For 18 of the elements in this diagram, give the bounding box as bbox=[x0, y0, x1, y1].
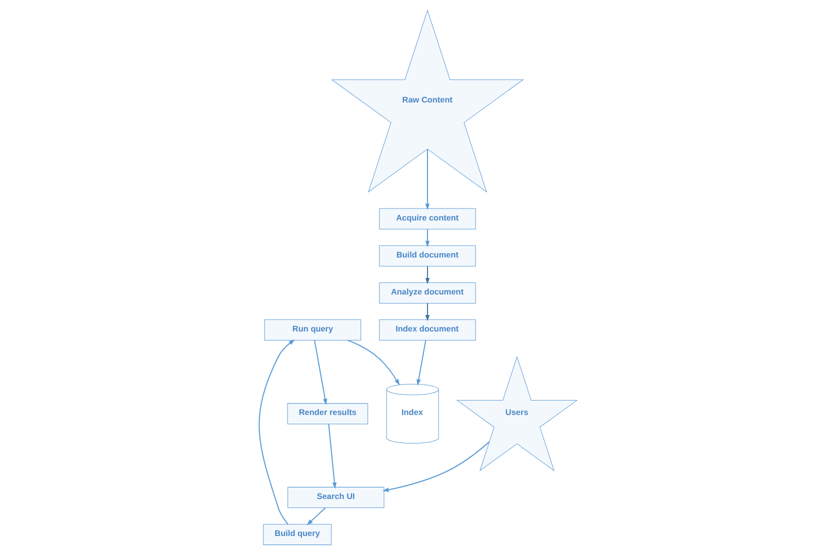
node-box: Render results bbox=[287, 403, 368, 424]
arrow bbox=[416, 340, 426, 386]
arrow bbox=[328, 424, 337, 489]
arrow bbox=[425, 229, 430, 248]
arrow bbox=[425, 303, 430, 322]
node-box: Build document bbox=[379, 245, 476, 266]
arrow bbox=[306, 507, 326, 526]
node-box: Run query bbox=[264, 319, 362, 341]
arrow bbox=[425, 266, 430, 284]
node-box: Search UI bbox=[288, 486, 384, 508]
node-box: Analyze document bbox=[379, 282, 476, 304]
node-box: Acquire content bbox=[379, 208, 476, 230]
arrow bbox=[314, 340, 328, 405]
arrow bbox=[258, 339, 295, 524]
arrow bbox=[382, 442, 490, 492]
node-box: Index document bbox=[379, 319, 476, 341]
node-box: Build query bbox=[263, 524, 332, 546]
arrow bbox=[348, 340, 400, 386]
